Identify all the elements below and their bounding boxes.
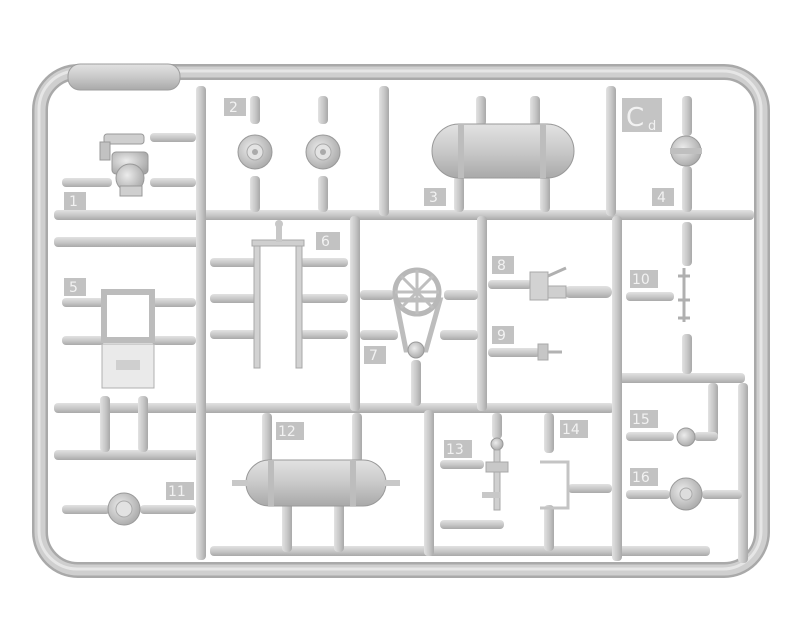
- part-label-5: 5: [64, 278, 86, 296]
- part-label-9: 9: [492, 326, 514, 344]
- part-label-13: 13: [444, 440, 472, 458]
- part-label-10: 10: [630, 270, 658, 288]
- sprue-tab: [67, 63, 181, 91]
- grid-runners-vertical: [196, 86, 748, 563]
- part-3-tank: [431, 96, 575, 212]
- part-number-text: 15: [632, 412, 650, 428]
- part-5-bracket: [62, 289, 196, 452]
- part-label-16: 16: [630, 468, 658, 486]
- part-label-14: 14: [560, 420, 588, 438]
- outer-frame: [32, 63, 770, 578]
- part-12-tank: [232, 413, 400, 552]
- part-number-text: 13: [446, 442, 464, 458]
- part-number-text: 6: [321, 234, 330, 250]
- part-4-gauge: [670, 96, 702, 212]
- frame-letter: C: [626, 103, 644, 133]
- grid-runners: [54, 210, 754, 556]
- part-label-8: 8: [492, 256, 514, 274]
- part-number-text: 10: [632, 272, 650, 288]
- part-number-labels: 1 2 3 4 5 6 7 8 9 10 11 12 13 14 15 16: [64, 98, 674, 500]
- frame-sub-letter: d: [648, 119, 656, 134]
- part-label-11: 11: [166, 482, 194, 500]
- part-11-wheel: [62, 492, 196, 526]
- part-number-text: 16: [632, 470, 650, 486]
- part-label-6: 6: [316, 232, 340, 250]
- part-16-fitting: [626, 477, 742, 511]
- part-2-wheels: [237, 96, 341, 212]
- part-number-text: 14: [562, 422, 580, 438]
- part-6-ladder: [210, 220, 348, 369]
- part-label-12: 12: [276, 422, 304, 440]
- part-label-3: 3: [424, 188, 446, 206]
- part-8-valve: [488, 266, 612, 301]
- part-13-tap: [440, 413, 509, 529]
- part-number-text: 1: [69, 194, 78, 210]
- part-number-text: 3: [429, 190, 438, 206]
- part-label-7: 7: [364, 346, 386, 364]
- part-number-text: 5: [69, 280, 78, 296]
- part-7-flywheel: [360, 267, 478, 406]
- part-number-text: 2: [229, 100, 238, 116]
- part-15-gauge: [626, 383, 718, 447]
- part-number-text: 4: [657, 190, 666, 206]
- part-label-15: 15: [630, 410, 658, 428]
- part-number-text: 11: [168, 484, 186, 500]
- part-label-1: 1: [64, 192, 86, 210]
- part-9-fitting: [488, 343, 562, 361]
- part-label-2: 2: [224, 98, 246, 116]
- frame-identifier: C d: [622, 98, 662, 134]
- part-label-4: 4: [652, 188, 674, 206]
- part-number-text: 7: [369, 348, 378, 364]
- part-14-bracket: [540, 413, 612, 551]
- part-10-pipe: [626, 222, 692, 374]
- part-1-compressor: [62, 133, 196, 197]
- part-number-text: 9: [497, 328, 506, 344]
- part-number-text: 12: [278, 424, 296, 440]
- part-number-text: 8: [497, 258, 506, 274]
